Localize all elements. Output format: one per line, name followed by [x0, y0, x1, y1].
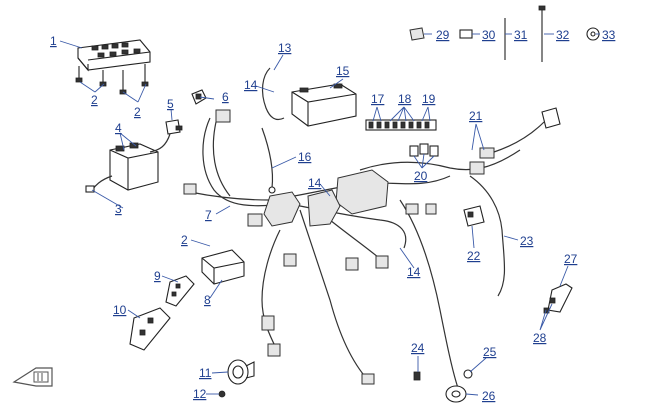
callout-11[interactable]: 11	[199, 366, 212, 380]
part-sensor	[149, 119, 183, 153]
callout-9[interactable]: 9	[154, 269, 161, 283]
callout-3[interactable]: 3	[115, 202, 122, 216]
forward-arrow-icon	[12, 367, 53, 387]
callout-31[interactable]: 31	[514, 28, 528, 42]
part-33	[586, 27, 600, 41]
callout-33[interactable]: 33	[602, 28, 616, 42]
callout-29[interactable]: 29	[436, 28, 450, 42]
part-bracket-27	[543, 283, 573, 314]
callout-8[interactable]: 8	[204, 293, 211, 307]
part-30	[459, 29, 473, 39]
part-sensor-21	[479, 107, 561, 159]
callout-27[interactable]: 27	[564, 252, 578, 266]
callout-28[interactable]: 28	[533, 331, 547, 345]
part-fuse-strip	[365, 119, 437, 131]
callout-26[interactable]: 26	[482, 389, 496, 403]
part-switch-24	[413, 371, 421, 381]
part-connector-10	[129, 307, 171, 351]
part-control-unit	[85, 142, 159, 193]
callout-1[interactable]: 1	[50, 34, 57, 48]
callout-15[interactable]: 15	[336, 64, 350, 78]
callout-14-middle[interactable]: 14	[308, 176, 322, 190]
part-bolt-12	[218, 390, 226, 398]
callout-2-left[interactable]: 2	[91, 93, 98, 107]
part-module	[201, 249, 245, 285]
part-clip	[191, 89, 207, 105]
callout-24[interactable]: 24	[411, 341, 425, 355]
callout-13[interactable]: 13	[278, 41, 292, 55]
callout-20[interactable]: 20	[414, 169, 428, 183]
callout-6[interactable]: 6	[222, 90, 229, 104]
part-sensor-26	[445, 385, 467, 403]
part-29	[409, 27, 425, 41]
part-main-harness	[183, 109, 521, 389]
callout-7[interactable]: 7	[205, 208, 212, 222]
callout-22[interactable]: 22	[467, 249, 481, 263]
part-ground-cable	[261, 127, 274, 189]
callout-25[interactable]: 25	[483, 345, 497, 359]
callout-5[interactable]: 5	[167, 97, 174, 111]
callout-23[interactable]: 23	[520, 234, 534, 248]
callout-18[interactable]: 18	[398, 92, 412, 106]
callout-10[interactable]: 10	[113, 303, 127, 317]
part-battery-cable	[261, 67, 285, 121]
callout-4[interactable]: 4	[115, 121, 122, 135]
callout-17[interactable]: 17	[371, 92, 385, 106]
part-connector-22	[463, 205, 485, 227]
callout-12[interactable]: 12	[193, 387, 207, 401]
callout-labels: 1 2 2 2 3 4 5 6 7 8 9 10 11 12 13 14 14 …	[50, 28, 616, 403]
leader-lines	[59, 33, 600, 396]
callout-14-top[interactable]: 14	[244, 78, 258, 92]
callout-2-lower[interactable]: 2	[181, 233, 188, 247]
callout-19[interactable]: 19	[422, 92, 436, 106]
part-battery	[291, 83, 357, 127]
callout-32[interactable]: 32	[556, 28, 570, 42]
part-fuse-box	[75, 39, 151, 95]
callout-14-right[interactable]: 14	[407, 265, 421, 279]
callout-16[interactable]: 16	[298, 150, 312, 164]
callout-30[interactable]: 30	[482, 28, 496, 42]
callout-2-right[interactable]: 2	[134, 105, 141, 119]
callout-21[interactable]: 21	[469, 109, 483, 123]
part-32	[538, 5, 546, 62]
part-horn	[227, 359, 255, 385]
part-connector-9	[165, 275, 195, 307]
